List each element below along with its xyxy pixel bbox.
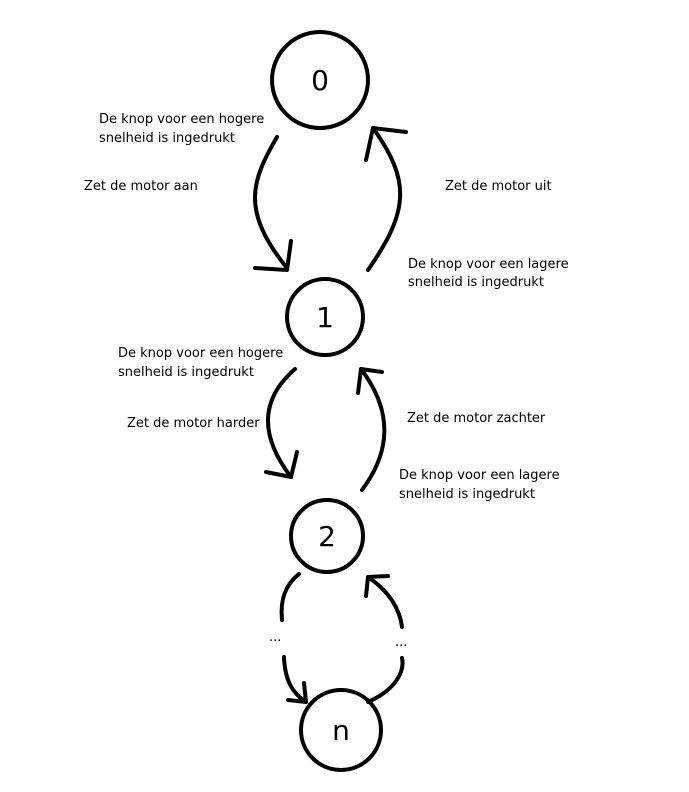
t2-1-action: Zet de motor zachter [407,411,546,426]
arrow-0-to-1 [253,135,293,272]
state-1-circle [285,277,365,357]
arrow-dots-to-2-head [364,574,390,598]
state-1: 1 [285,277,365,357]
t0-1-action: Zet de motor aan [84,179,198,194]
state-0: 0 [270,30,370,130]
arrow-1-to-0-head [364,126,408,162]
arrow-1-to-0-curve [366,126,403,272]
arrow-dots-to-n [282,655,308,704]
state-n-circle [299,688,383,772]
t0-1-condition-line1: De knop voor een hogere [99,112,265,127]
arrow-1-to-2-head [264,450,299,479]
t1-0-action: Zet de motor uit [445,179,552,194]
state-2: 2 [289,498,365,574]
arrow-2-to-dots-left-curve [279,572,301,622]
t0-1-condition-line2: snelheid is ingedrukt [99,131,235,146]
t2-1-condition-line1: De knop voor een lagere [399,468,560,483]
arrow-2-to-1-curve [359,367,387,492]
arrow-dots-to-n-curve [282,655,308,704]
arrow-1-to-0 [364,126,408,272]
t2-1-condition-line2: snelheid is ingedrukt [399,487,535,502]
state-1-label: 1 [316,301,334,334]
state-2-circle [289,498,365,574]
arrow-n-to-dots-curve [366,656,405,704]
t1-0-condition-line2: snelheid is ingedrukt [408,275,544,290]
arrow-0-to-1-curve [253,135,289,270]
arrow-dots-to-2-curve [366,575,404,629]
ellipsis-left: ... [269,630,282,645]
state-n-label: n [332,714,350,747]
arrow-0-to-1-head [253,239,293,272]
t1-2-condition-line2: snelheid is ingedrukt [118,365,254,380]
arrow-1-to-2-curve [266,367,297,479]
state-n: n [299,688,383,772]
arrow-2-to-1 [356,367,387,492]
ellipsis-right: ... [395,635,408,650]
state-0-label: 0 [311,64,329,97]
arrow-n-to-dots [366,656,405,704]
arrow-dots-to-n-head [286,681,308,704]
arrow-1-to-2 [264,367,299,479]
state-0-circle [270,30,370,130]
arrow-dots-to-2 [364,574,404,629]
t1-2-condition-line1: De knop voor een hogere [118,346,284,361]
arrow-2-to-1-head [356,367,384,395]
t1-2-action: Zet de motor harder [127,416,260,431]
arrow-2-to-dots-left [279,572,301,622]
t1-0-condition-line1: De knop voor een lagere [408,257,569,272]
state-2-label: 2 [318,520,336,553]
